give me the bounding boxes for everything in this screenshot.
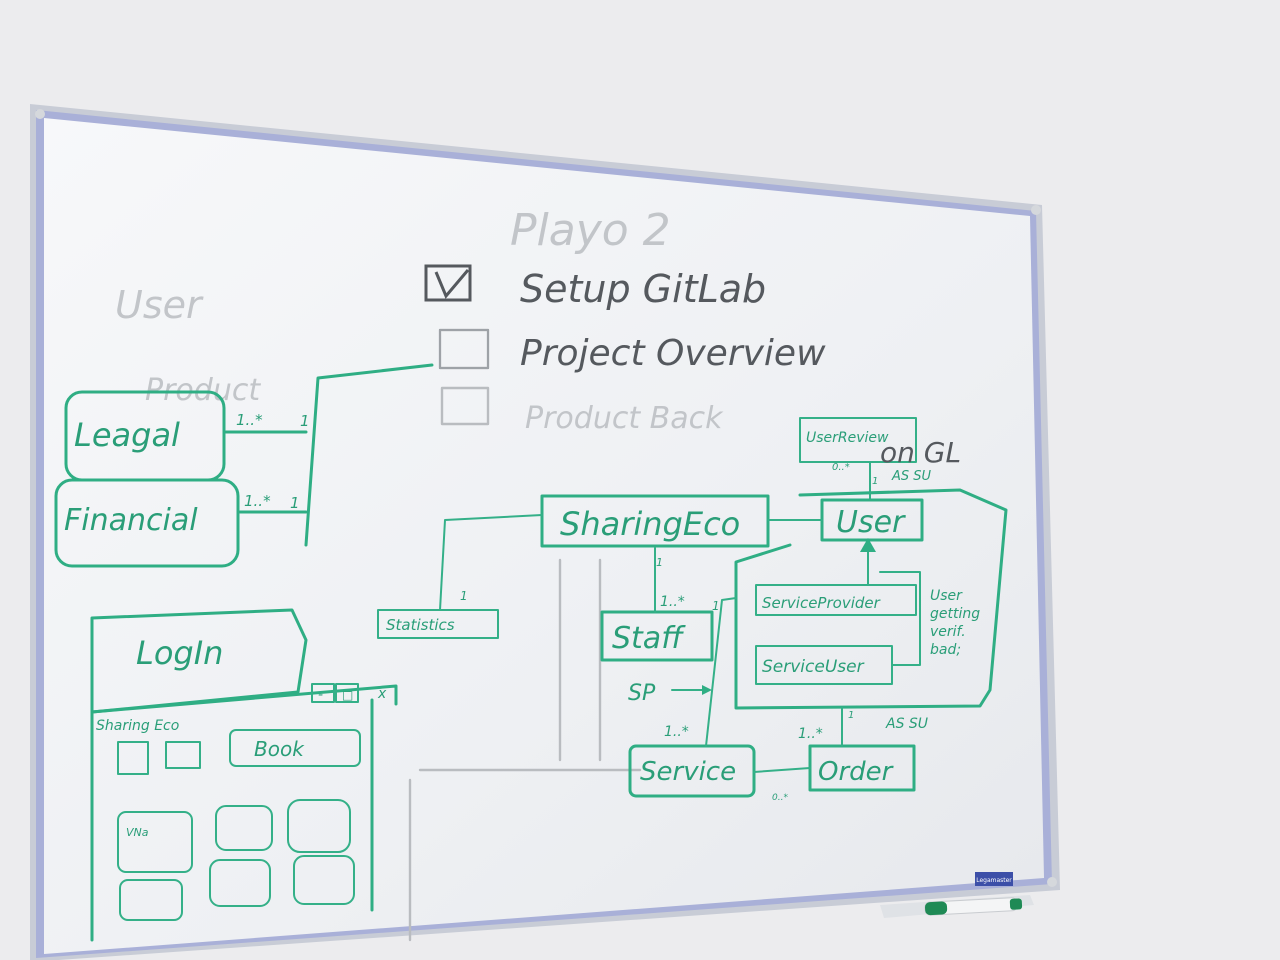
todo-list: Setup GitLab Project Overview (424, 264, 826, 374)
class-statistics: Statistics (377, 609, 499, 639)
book-label: Book (254, 737, 305, 761)
window-title: Sharing Eco (96, 718, 179, 734)
whiteboard (30, 104, 1060, 960)
brand-text: Legamaster (976, 877, 1012, 884)
maximize-icon (335, 683, 359, 703)
sketch-card (215, 805, 273, 851)
user-hierarchy-frame (734, 488, 1008, 710)
multiplicity: 1 (848, 710, 854, 721)
ghost-checkbox (440, 386, 490, 426)
multiplicity: 1..* (664, 724, 689, 740)
minimize-glyph: - (318, 687, 323, 703)
multiplicity: 1..* (798, 726, 823, 742)
connector-order (753, 707, 843, 773)
multiplicity: 1 (460, 589, 468, 603)
connector-service (705, 597, 737, 747)
book-button (229, 729, 361, 767)
checkbox-empty[interactable] (439, 329, 489, 369)
sketch-card (117, 811, 193, 873)
inheritance-arrow-icon (860, 538, 876, 552)
todo-label: Project Overview (520, 333, 826, 374)
sketch-card (293, 855, 355, 905)
class-service: Service (628, 744, 756, 798)
class-label: ServiceProvider (762, 594, 881, 612)
corner-cap (1047, 877, 1057, 887)
sketch-card (209, 859, 271, 907)
multiplicity: 1 (712, 599, 720, 613)
login-sketch: LogIn (90, 608, 308, 714)
green-marker[interactable] (924, 897, 1023, 916)
corner-cap (35, 109, 45, 119)
class-user-review: UserReview (799, 417, 917, 463)
class-user: User (820, 498, 924, 542)
check-icon (434, 269, 470, 299)
multiplicity: 1 (872, 476, 878, 487)
class-staff: Staff (600, 610, 714, 662)
class-order: Order (808, 744, 916, 792)
class-financial: Financial (54, 478, 240, 568)
ghost-product-backlog: Product Back (525, 401, 724, 436)
todo-item[interactable]: Setup GitLab (424, 264, 766, 311)
ghost-lines (408, 558, 642, 942)
window-sketch: x - □ Sharing Eco Book VNa (90, 683, 398, 942)
connector-inner (879, 571, 921, 666)
ghost-sprint-title: Playo 2 (510, 205, 671, 256)
multiplicity: 1..* (236, 411, 263, 429)
sp-label: SP (628, 681, 656, 706)
class-label: Service (640, 757, 736, 787)
note-line: verif. (930, 624, 966, 640)
sketch-card (287, 799, 351, 853)
card-text: VNa (126, 826, 149, 839)
maximize-glyph: □ (342, 688, 353, 702)
connector-lines (224, 363, 434, 547)
annotation: AS SU (891, 469, 932, 484)
multiplicity: 1 (656, 556, 663, 569)
brand-label (975, 872, 1013, 886)
class-label: User (836, 505, 906, 540)
class-label: UserReview (806, 430, 889, 446)
login-label: LogIn (136, 634, 223, 672)
class-label: ServiceUser (762, 657, 865, 677)
close-icon: x (377, 686, 387, 702)
note-line: bad; (930, 642, 961, 658)
multiplicity: 1 (290, 494, 300, 512)
connector-stat (439, 514, 543, 611)
annotation: AS SU (885, 716, 928, 732)
sketch-square (165, 741, 201, 769)
minimize-icon (311, 683, 335, 703)
arrow-icon (702, 685, 712, 695)
multiplicity: 1 (300, 412, 310, 430)
class-label: SharingEco (560, 505, 740, 543)
class-label: Leagal (74, 416, 180, 454)
multiplicity: 1..* (244, 492, 271, 510)
checkbox-checked[interactable] (424, 264, 472, 302)
note-line: User (930, 588, 963, 604)
class-service-provider: ServiceProvider (755, 584, 917, 616)
ghost-user-heading: User (115, 283, 204, 327)
todo-item[interactable]: Project Overview (439, 329, 826, 374)
user-note: User getting verif. bad; (930, 588, 980, 658)
sketch-card (119, 879, 183, 921)
multiplicity: 0..* (772, 793, 788, 803)
class-label: Financial (64, 503, 198, 538)
sketch-square (117, 741, 149, 775)
class-label: Statistics (386, 616, 455, 634)
annotation-on-gl: on GL (880, 436, 961, 469)
class-label: Staff (612, 621, 686, 656)
corner-cap (1031, 205, 1041, 215)
multiplicity: 0..* (832, 462, 850, 473)
note-line: getting (930, 606, 980, 622)
multiplicity: 1..* (660, 594, 685, 610)
class-label: Order (818, 757, 895, 787)
todo-label: Setup GitLab (520, 267, 766, 311)
